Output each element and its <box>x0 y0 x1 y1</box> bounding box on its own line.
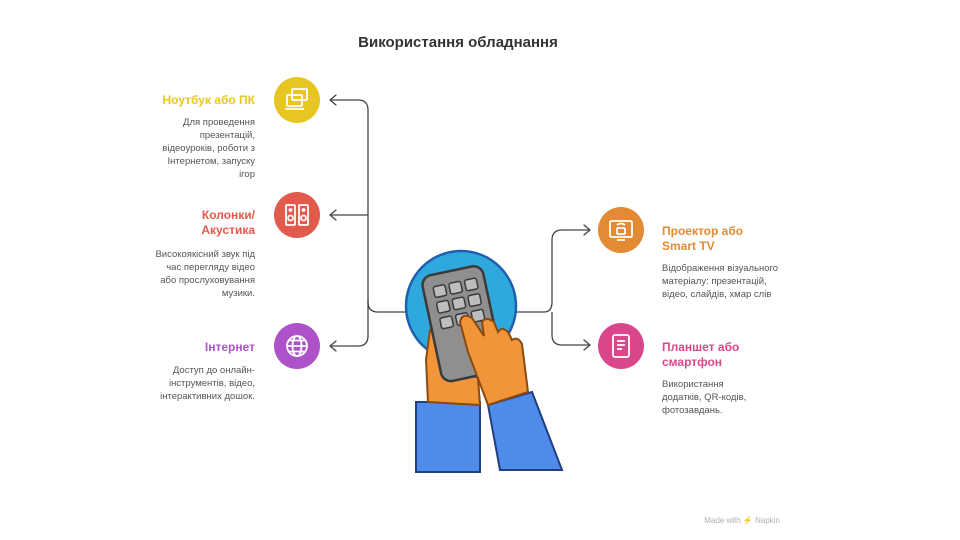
right-sleeve <box>486 390 564 471</box>
hand-remote-illustration <box>404 249 564 473</box>
arrow-projector <box>583 224 591 236</box>
projector-icon-badge <box>598 207 644 253</box>
tablet-description: Використання додатків, QR-кодів, фотозав… <box>662 379 747 416</box>
projector-icon <box>609 220 633 241</box>
laptop-description: Для проведення презентацій, відеоуроків,… <box>162 117 255 180</box>
projector-description: Відображення візуального матеріалу: през… <box>662 263 779 300</box>
globe-icon <box>286 335 308 357</box>
connector-projector <box>512 229 590 313</box>
speakers-icon <box>285 204 309 226</box>
projector-heading: Проектор або Smart TV <box>662 224 744 253</box>
made-with-footer: Made with ⚡ Napkin <box>704 516 780 525</box>
arrow-tablet <box>583 339 591 351</box>
arrow-laptop <box>329 94 337 106</box>
speakers-description: Високоякісний звук під час перегляду від… <box>155 249 255 299</box>
laptop-heading: Ноутбук або ПК <box>162 93 255 107</box>
tablet-heading: Планшет або смартфон <box>662 340 740 369</box>
diagram-title: Використання обладнання <box>358 34 558 51</box>
arrow-speakers <box>329 209 337 221</box>
internet-icon-badge <box>274 323 320 369</box>
tablet-icon-badge <box>598 323 644 369</box>
right-hand <box>458 314 530 407</box>
left-sleeve <box>415 401 481 473</box>
connector-tablet <box>551 312 590 346</box>
speakers-heading: Колонки/ Акустика <box>201 208 255 237</box>
connector-laptop <box>330 99 410 313</box>
arrow-internet <box>329 340 337 352</box>
laptop-icon-badge <box>274 77 320 123</box>
internet-description: Доступ до онлайн-інструментів, відео, ін… <box>160 365 255 402</box>
internet-heading: Інтернет <box>204 340 255 354</box>
laptop-icon <box>285 88 308 110</box>
tablet-icon <box>612 334 630 358</box>
speakers-icon-badge <box>274 192 320 238</box>
connector-internet <box>330 300 369 347</box>
